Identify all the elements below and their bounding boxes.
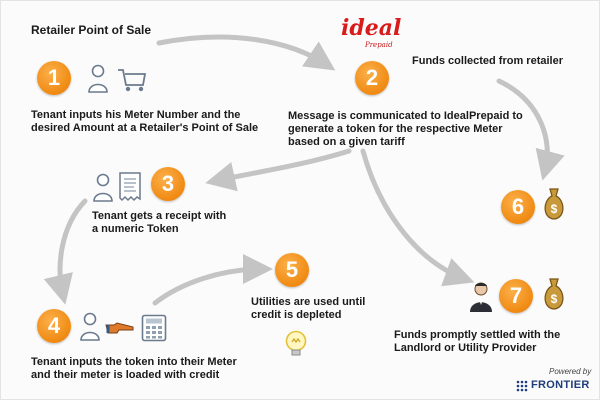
receipt-icon — [119, 172, 141, 202]
step-4-badge: 4 — [37, 309, 71, 343]
money-bag-icon: $ — [544, 278, 564, 310]
step-3-text: Tenant gets a receipt with a numeric Tok… — [92, 210, 227, 235]
logo-sub-text: Prepaid — [365, 41, 393, 49]
arrow-2-to-6 — [496, 78, 565, 181]
step-4-text: Tenant inputs the token into their Meter… — [31, 356, 237, 381]
arrow-2-to-7 — [360, 148, 475, 287]
funds-collected-text: Funds collected from retailer — [412, 55, 563, 67]
person-icon — [93, 173, 113, 202]
logo-main-text: ideal — [341, 15, 402, 41]
step-1-text: Tenant inputs his Meter Number and the d… — [31, 109, 259, 134]
step-5-text: Utilities are used until credit is deple… — [251, 296, 366, 321]
frontier-brand: FRONTIER — [531, 379, 590, 391]
person-icon — [88, 64, 108, 93]
arrow-1-to-2 — [156, 34, 336, 71]
step-2-badge: 2 — [355, 61, 389, 95]
arrow-4-to-5 — [152, 254, 273, 306]
step-1-badge: 1 — [37, 61, 71, 95]
svg-text:$: $ — [551, 202, 558, 216]
arrow-3-to-4 — [43, 198, 88, 305]
money-bag-icon: $ — [544, 188, 564, 220]
step-6-badge: 6 — [501, 190, 535, 224]
pointing-hand-icon — [105, 322, 134, 334]
businessman-icon — [470, 282, 492, 312]
light-bulb-icon — [285, 330, 307, 356]
idealprepaid-logo: ideal Prepaid — [341, 15, 402, 49]
svg-text:$: $ — [551, 292, 558, 306]
diagram-title: Retailer Point of Sale — [31, 23, 152, 37]
person-icon — [80, 312, 100, 341]
step-5-badge: 5 — [275, 253, 309, 287]
step-2-text: Message is communicated to IdealPrepaid … — [288, 110, 523, 148]
calculator-icon — [141, 314, 167, 342]
frontier-logo-mark-icon — [516, 380, 528, 392]
step-7-text: Funds promptly settled with the Landlord… — [394, 329, 561, 354]
shopping-cart-icon — [118, 69, 147, 92]
step-7-badge: 7 — [499, 279, 533, 313]
arrow-2-to-3 — [205, 148, 352, 192]
powered-by-label: Powered by — [549, 367, 592, 376]
step-3-badge: 3 — [151, 167, 185, 201]
